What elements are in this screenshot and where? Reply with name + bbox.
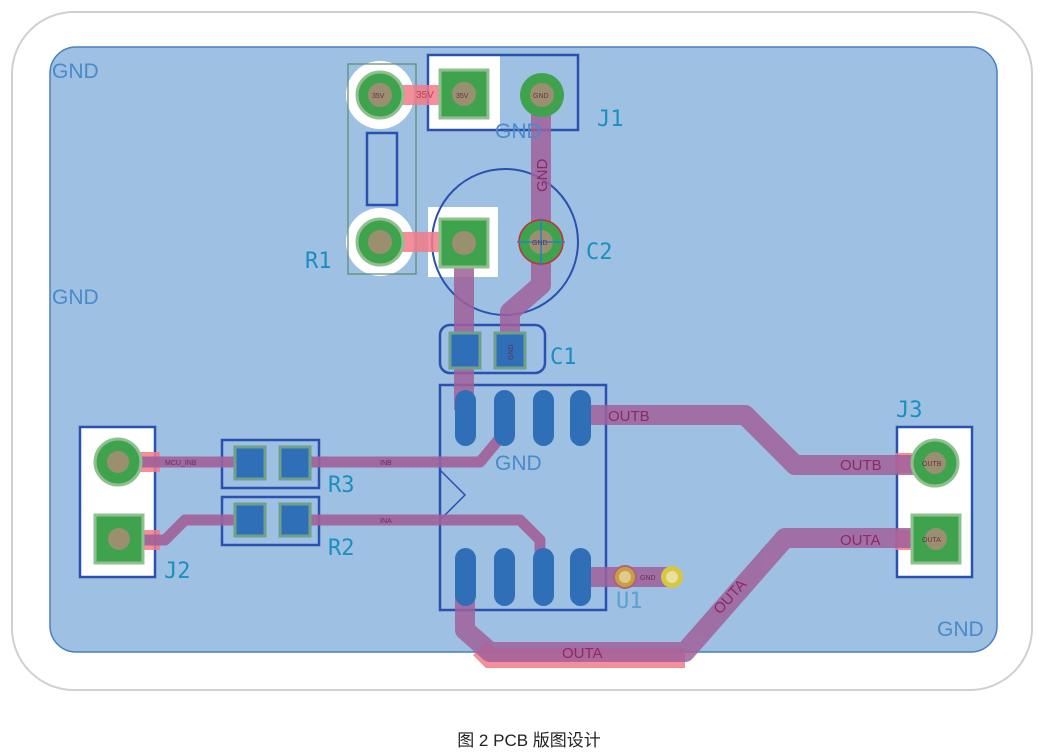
r3-pad-1 bbox=[233, 445, 267, 481]
pad-label: GND bbox=[533, 93, 549, 100]
designator-j2: J2 bbox=[164, 559, 191, 584]
drill-hole bbox=[108, 528, 130, 550]
r2-pad-2 bbox=[278, 502, 312, 538]
tht-pads bbox=[93, 68, 962, 589]
pad-label: GND bbox=[532, 240, 548, 247]
trace-outa bbox=[455, 528, 935, 662]
u1-pin-5 bbox=[570, 390, 591, 446]
j3-pad-2 bbox=[910, 513, 962, 565]
drill-hole bbox=[452, 231, 476, 255]
u1-pin1-marker bbox=[439, 469, 467, 521]
drill-hole bbox=[107, 451, 129, 473]
j2-outline bbox=[78, 425, 157, 579]
u1-pin-1 bbox=[455, 548, 476, 606]
drill-hole bbox=[925, 528, 947, 550]
figure-caption: 图 2 PCB 版图设计 bbox=[457, 731, 601, 750]
pad-label: GND bbox=[640, 575, 656, 582]
drill-hole bbox=[452, 82, 476, 106]
designator-u1: U1 bbox=[616, 589, 643, 614]
r3-pad-2 bbox=[278, 445, 312, 481]
r1-courtyard bbox=[347, 63, 417, 275]
designator-c2: C2 bbox=[586, 240, 613, 265]
u1-gnd-label: GND bbox=[495, 452, 542, 475]
gnd-pour-label: GND bbox=[52, 60, 99, 83]
designator-r1: R1 bbox=[305, 249, 332, 274]
drill-hole bbox=[924, 452, 946, 474]
u1-pin-3 bbox=[533, 548, 554, 606]
j3-outline bbox=[895, 425, 974, 579]
smd-pads bbox=[233, 331, 591, 606]
drill-hole bbox=[368, 83, 392, 107]
gnd-pour-label: GND bbox=[52, 286, 99, 309]
gnd-pour-label: GND bbox=[937, 618, 984, 641]
via-hole bbox=[619, 571, 631, 583]
j1-gnd-label: GND bbox=[495, 120, 542, 143]
designator-j3: J3 bbox=[896, 398, 923, 423]
designator-j1: J1 bbox=[597, 107, 624, 132]
via-hole bbox=[666, 571, 678, 583]
j1-pad-1 bbox=[438, 68, 490, 120]
u1-pin-2 bbox=[494, 548, 515, 606]
u1-outline bbox=[438, 383, 608, 612]
pad-label: 35V bbox=[372, 93, 385, 100]
drill-hole bbox=[530, 83, 554, 107]
u1-pin-8 bbox=[455, 390, 476, 446]
net-label-35v: 35V bbox=[416, 90, 434, 101]
c1-pad-1 bbox=[448, 331, 482, 370]
r2-pad-1 bbox=[233, 502, 267, 538]
net-label-outa: OUTA bbox=[840, 532, 881, 549]
net-label-inb: INB bbox=[380, 460, 392, 467]
u1-pin-4 bbox=[570, 548, 591, 606]
drill-hole bbox=[368, 230, 392, 254]
trace-outb bbox=[580, 405, 935, 475]
pad-label: 35V bbox=[456, 93, 469, 100]
c1-outline bbox=[438, 323, 547, 375]
c1-pad-2 bbox=[493, 331, 527, 370]
net-label-outb: OUTB bbox=[608, 408, 650, 425]
net-label-gnd: GND bbox=[534, 159, 551, 193]
u1-pin-7 bbox=[494, 390, 515, 446]
u1-pin-6 bbox=[533, 390, 554, 446]
c2-crosshair bbox=[517, 218, 565, 266]
pad-label: OUTA bbox=[922, 537, 941, 544]
designator-c1: C1 bbox=[550, 345, 577, 370]
designator-r3: R3 bbox=[328, 473, 355, 498]
pad-label: GND bbox=[508, 344, 515, 360]
net-label-outb: OUTB bbox=[840, 457, 882, 474]
net-label-mcu-inb: MCU_INB bbox=[165, 460, 197, 467]
designator-r2: R2 bbox=[328, 536, 355, 561]
pad-label: OUTB bbox=[922, 461, 942, 468]
r1-body bbox=[365, 131, 399, 207]
net-label-outa: OUTA bbox=[562, 645, 603, 662]
net-label-ina: INA bbox=[380, 518, 392, 525]
